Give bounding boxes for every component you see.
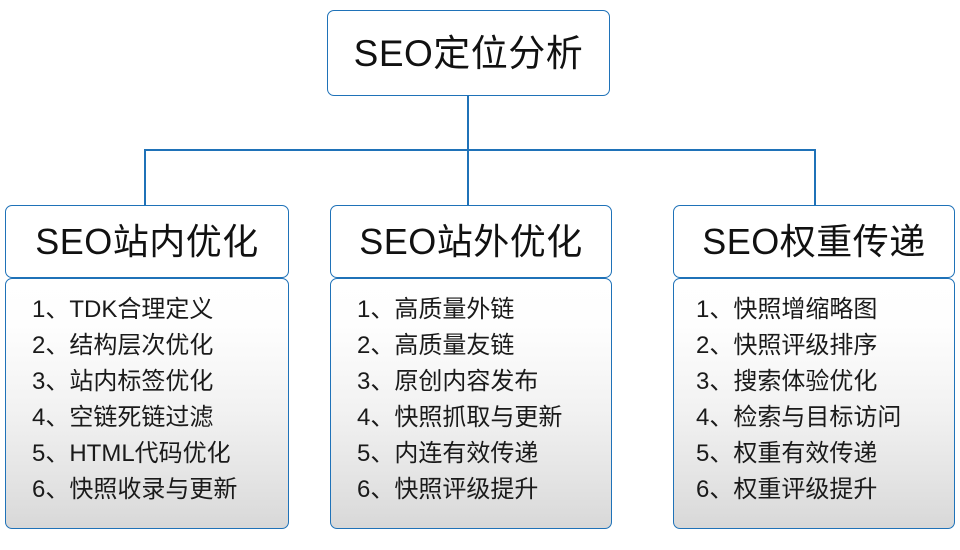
list-item: 1、高质量外链 [357, 296, 515, 323]
list-item: 1、快照增缩略图 [696, 296, 878, 323]
branch-column-weight-transfer: SEO权重传递 1、快照增缩略图 2、快照评级排序 3、搜索体验优化 4、检索与… [673, 205, 955, 529]
branch-header-3-title: SEO权重传递 [702, 220, 926, 262]
branch-list-3: 1、快照增缩略图 2、快照评级排序 3、搜索体验优化 4、检索与目标访问 5、权… [673, 278, 955, 529]
list-item: 2、高质量友链 [357, 332, 515, 359]
list-item: 2、结构层次优化 [32, 332, 214, 359]
branch-header-2: SEO站外优化 [330, 205, 612, 278]
list-item: 3、站内标签优化 [32, 368, 214, 395]
list-item: 4、检索与目标访问 [696, 404, 902, 431]
list-item: 2、快照评级排序 [696, 332, 878, 359]
list-item: 1、TDK合理定义 [32, 296, 214, 323]
list-item: 6、快照收录与更新 [32, 476, 238, 503]
branch-header-3: SEO权重传递 [673, 205, 955, 278]
connector-drop-branch-3 [814, 149, 816, 206]
branch-list-1: 1、TDK合理定义 2、结构层次优化 3、站内标签优化 4、空链死链过滤 5、H… [5, 278, 289, 529]
list-item: 4、快照抓取与更新 [357, 404, 563, 431]
connector-horizontal-bar [144, 149, 816, 151]
list-item: 5、内连有效传递 [357, 440, 539, 467]
branch-column-offsite-optimization: SEO站外优化 1、高质量外链 2、高质量友链 3、原创内容发布 4、快照抓取与… [330, 205, 612, 529]
list-item: 3、搜索体验优化 [696, 368, 878, 395]
list-item: 5、HTML代码优化 [32, 440, 231, 467]
connector-drop-branch-2 [467, 149, 469, 206]
connector-root-stem [467, 96, 469, 151]
branch-header-1-title: SEO站内优化 [35, 220, 259, 262]
connector-drop-branch-1 [144, 149, 146, 206]
root-node-title: SEO定位分析 [353, 32, 584, 74]
branch-column-onsite-optimization: SEO站内优化 1、TDK合理定义 2、结构层次优化 3、站内标签优化 4、空链… [5, 205, 289, 529]
branch-header-2-title: SEO站外优化 [359, 220, 583, 262]
list-item: 6、权重评级提升 [696, 476, 878, 503]
root-node-seo-positioning-analysis: SEO定位分析 [327, 10, 610, 96]
branch-list-2: 1、高质量外链 2、高质量友链 3、原创内容发布 4、快照抓取与更新 5、内连有… [330, 278, 612, 529]
list-item: 5、权重有效传递 [696, 440, 878, 467]
list-item: 3、原创内容发布 [357, 368, 539, 395]
list-item: 6、快照评级提升 [357, 476, 539, 503]
list-item: 4、空链死链过滤 [32, 404, 214, 431]
branch-header-1: SEO站内优化 [5, 205, 289, 278]
